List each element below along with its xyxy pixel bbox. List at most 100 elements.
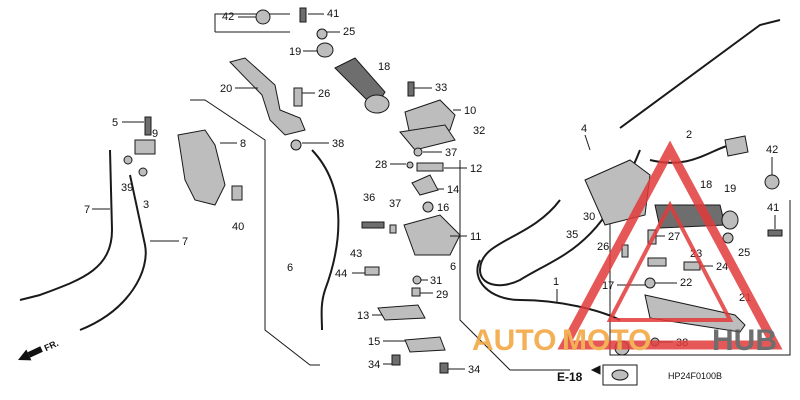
callout-37b: 37: [389, 198, 401, 210]
callout-37: 37: [445, 147, 457, 159]
weight-19a: [316, 42, 334, 58]
callout-33: 33: [435, 82, 447, 94]
callout-20: 20: [220, 83, 232, 95]
cables: [19, 19, 781, 331]
callout-29: 29: [436, 289, 448, 301]
cap-42b: [764, 174, 780, 190]
weight-25b: [722, 232, 734, 244]
callout-7a: 7: [84, 204, 90, 216]
collar-16: [422, 201, 434, 213]
callout-19b: 19: [724, 183, 736, 195]
clutch-cable-6: [311, 149, 340, 331]
callout-10: 10: [464, 105, 476, 117]
callout-30: 30: [583, 211, 595, 223]
washer-37b: [389, 224, 397, 234]
bolt-34a: [391, 354, 401, 366]
callout-32: 32: [473, 125, 485, 137]
callout-18b: 18: [700, 179, 712, 191]
frame-lines: [190, 13, 791, 371]
clutch-lever-20: [229, 57, 306, 136]
bolt-26: [293, 87, 303, 107]
callout-28: 28: [375, 159, 387, 171]
spring-5: [144, 116, 152, 136]
callout-27: 27: [668, 231, 680, 243]
watermark-moto: MOTO: [562, 324, 651, 357]
clamp-15: [404, 336, 446, 353]
cap-42a: [255, 9, 271, 25]
callout-34b: 34: [468, 364, 480, 376]
bracket-23: [647, 257, 667, 267]
callout-40: 40: [232, 221, 244, 233]
screw-33: [407, 81, 415, 97]
cable-1: [476, 259, 621, 321]
arm-13: [377, 304, 426, 321]
nut-39: [123, 155, 133, 165]
gasket-32: [399, 124, 456, 151]
callout-1: 1: [553, 276, 559, 288]
ref-page-label: E-18: [557, 370, 583, 384]
callout-31: 31: [430, 275, 442, 287]
callout-25b: 25: [738, 247, 750, 259]
callout-41b: 41: [767, 202, 779, 214]
choke-cable-7b: [79, 174, 147, 331]
warning-triangle-icon: [557, 140, 783, 350]
brake-lever-21: [644, 294, 746, 333]
callout-43: 43: [350, 248, 362, 260]
bolt-26b: [621, 244, 629, 258]
callout-26: 26: [318, 88, 330, 100]
bolt-44: [364, 266, 380, 276]
weight-19b: [721, 210, 739, 230]
callout-41: 41: [327, 8, 339, 20]
callout-numbers: 42 41 25 19 18 20 26 33 10 32 5 8 38 9 3…: [84, 8, 779, 376]
callout-11: 11: [470, 231, 481, 243]
clamp-14: [411, 174, 439, 196]
callout-34a: 34: [368, 359, 380, 371]
callout-12: 12: [470, 163, 482, 175]
bolt-34b: [439, 362, 449, 374]
callout-24: 24: [716, 261, 728, 273]
diagram-code: HP24F0100B: [668, 371, 722, 381]
left-grip-assembly: [255, 7, 390, 114]
center-throttle-assembly: [361, 81, 461, 374]
screw-41a: [299, 7, 307, 23]
callout-6b: 6: [287, 262, 293, 274]
throttle-housing-11: [403, 214, 461, 256]
callout-19: 19: [289, 46, 301, 58]
front-direction-marker: FR.: [18, 338, 60, 361]
callout-42b: 42: [766, 144, 778, 156]
watermark-hub: HUB: [712, 324, 777, 357]
callout-16: 16: [437, 202, 449, 214]
bolt-40: [231, 185, 243, 201]
watermark: AUTO MOTO HUB: [472, 140, 783, 357]
callout-17: 17: [602, 280, 614, 292]
callout-6a: 6: [450, 261, 456, 273]
watermark-auto: AUTO: [472, 324, 556, 357]
arrow-icon: [18, 349, 32, 361]
washer-38a: [290, 139, 302, 151]
pin-29: [411, 287, 421, 297]
callout-14: 14: [447, 184, 459, 196]
callout-7b: 7: [182, 236, 188, 248]
callout-35: 35: [566, 229, 578, 241]
callout-22: 22: [680, 277, 692, 289]
pin-22: [644, 277, 656, 289]
callout-8: 8: [240, 138, 246, 150]
nut-3: [138, 167, 148, 177]
cable-2: [478, 149, 641, 287]
connector-2: [724, 135, 749, 157]
grip-flange: [364, 94, 390, 114]
pivot-24: [683, 261, 701, 271]
callout-2: 2: [686, 129, 692, 141]
callout-3: 3: [143, 199, 149, 211]
choke-cable-7a: [19, 149, 114, 301]
washer-31: [412, 275, 422, 285]
left-lever-assembly: [123, 57, 306, 206]
fr-label: FR.: [43, 338, 60, 353]
washer-37a: [413, 147, 423, 157]
callout-15: 15: [368, 336, 380, 348]
throttle-cable-4: [619, 19, 781, 129]
weight-25a: [316, 28, 328, 40]
warning-triangle-inner: [606, 200, 734, 322]
bracket-9: [134, 139, 156, 155]
callout-25: 25: [343, 26, 355, 38]
